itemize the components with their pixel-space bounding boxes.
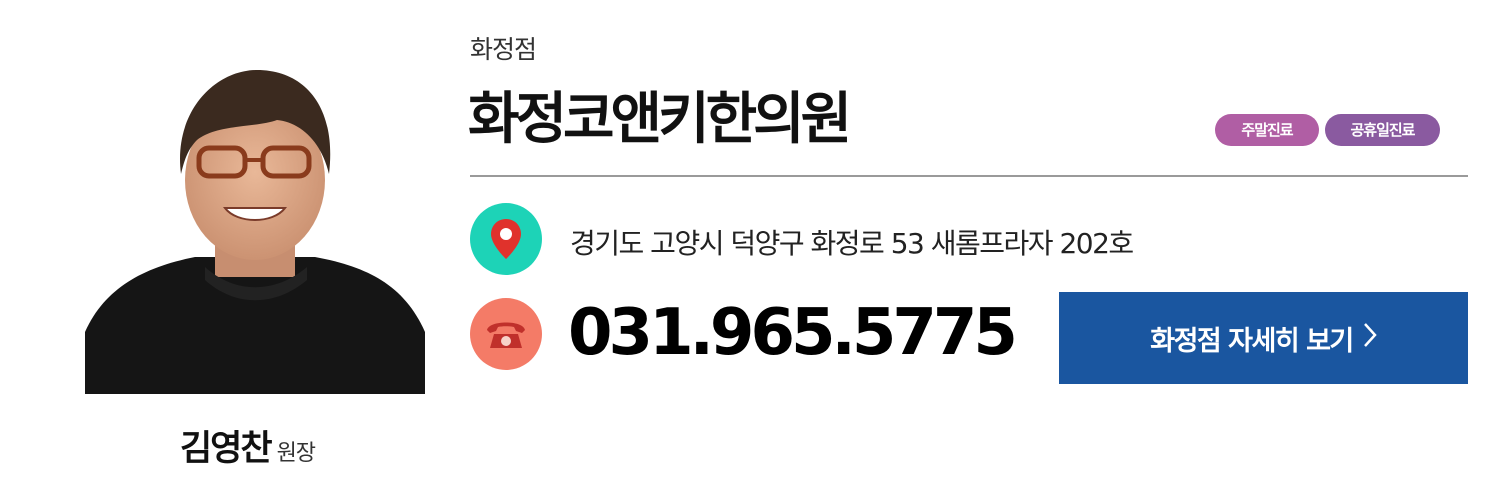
branch-detail-label: 화정점 자세히 보기	[1150, 325, 1354, 357]
chevron-right-icon	[1363, 322, 1377, 355]
telephone-icon	[470, 298, 542, 370]
address-text: 경기도 고양시 덕양구 화정로 53 새롬프라자 202호	[570, 227, 1134, 260]
doctor-name: 김영찬	[179, 429, 273, 469]
phone-number[interactable]: 031.965.5775	[568, 296, 1018, 370]
doctor-photo	[85, 62, 425, 394]
divider	[470, 175, 1468, 177]
clinic-title: 화정코앤키한의원	[468, 87, 852, 152]
location-pin-icon	[470, 203, 542, 275]
branch-label: 화정점	[470, 35, 537, 64]
doctor-title: 원장	[276, 441, 316, 466]
holiday-badge: 공휴일진료	[1325, 114, 1440, 146]
branch-detail-button[interactable]: 화정점 자세히 보기	[1059, 292, 1468, 384]
weekend-badge: 주말진료	[1215, 114, 1319, 146]
